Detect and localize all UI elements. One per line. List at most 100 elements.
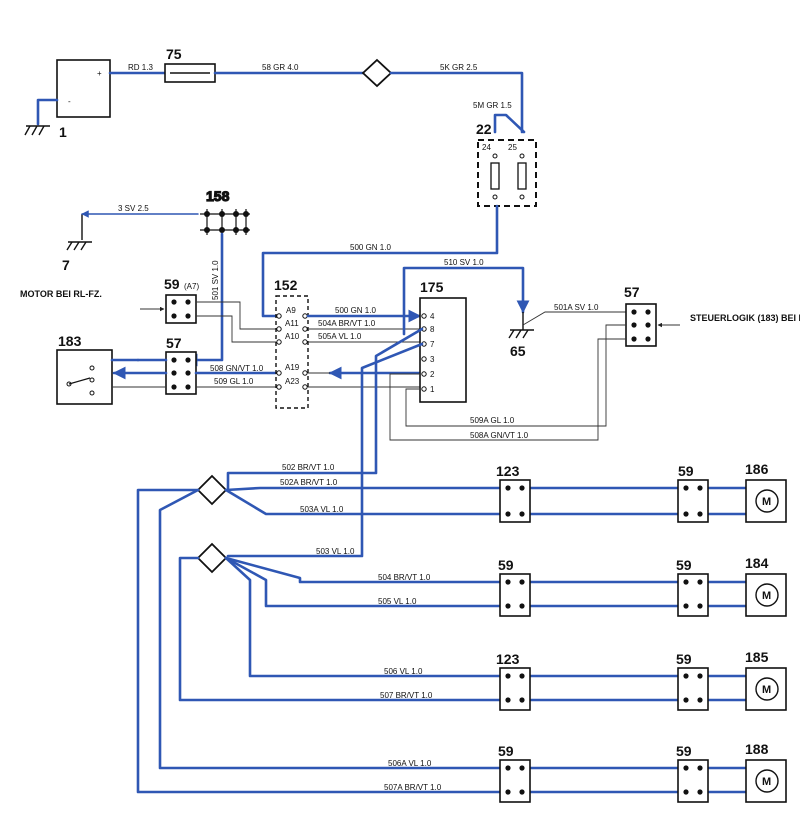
connector-59-a7-suffix: (A7): [184, 282, 199, 291]
row-2-motor-symbol: M: [762, 590, 771, 602]
row-4: 59 59 188 M: [498, 741, 787, 803]
wire-502: [226, 327, 424, 490]
row-3-left-connector: [499, 667, 531, 711]
module-175-pin-2: 2: [430, 370, 435, 379]
row-2-right-connector-number: 59: [676, 557, 692, 573]
row-2-left-connector: [499, 573, 531, 617]
wire-label-508a: 508A GN/VT 1.0: [470, 431, 529, 440]
module-175-pin-1: 1: [430, 385, 435, 394]
connector-152-pin-a23: A23: [285, 377, 300, 386]
wire-505: [224, 556, 502, 608]
wire-502a: [224, 486, 502, 492]
ground-symbol: [24, 125, 50, 136]
wire-label-502a: 502A BR/VT 1.0: [280, 478, 338, 487]
battery-minus-label: -: [68, 97, 71, 106]
battery-plus-label: +: [97, 69, 102, 78]
fuse-22-pin-25: 25: [508, 143, 517, 152]
battery: + - 1: [56, 59, 111, 140]
battery-number: 1: [59, 124, 67, 140]
connector-59-a7-number: 59: [164, 276, 180, 292]
connector-57-right-number: 57: [624, 284, 640, 300]
wire-507: [178, 556, 502, 702]
connector-57-right: 57: [624, 284, 657, 347]
row-3-motor-symbol: M: [762, 684, 771, 696]
wire-label-503a: 503A VL 1.0: [300, 505, 344, 514]
wire-label-505a: 505A VL 1.0: [318, 332, 362, 341]
module-175-pin-4: 4: [430, 312, 435, 321]
splice-diamond-lower: [196, 542, 228, 574]
wire-label-507a: 507A BR/VT 1.0: [384, 783, 442, 792]
caption-motor-bei: MOTOR BEI RL-FZ.: [20, 289, 102, 299]
row-4-motor-symbol: M: [762, 776, 771, 788]
wire-label-508: 508 GN/VT 1.0: [210, 364, 264, 373]
wire-label-3: 3 SV 2.5: [118, 204, 149, 213]
wire-label-507: 507 BR/VT 1.0: [380, 691, 433, 700]
module-175-pin-7: 7: [430, 340, 435, 349]
row-4-left-connector: [499, 759, 531, 803]
row-3-motor-number: 185: [745, 649, 769, 665]
wire-label-504: 504 BR/VT 1.0: [378, 573, 431, 582]
wire-label-500b: 500 GN 1.0: [335, 306, 376, 315]
connector-152: 152 A9 A11 A10 A19 A23: [274, 277, 309, 409]
wire-506: [224, 556, 502, 678]
module-175-number: 175: [420, 279, 444, 295]
wire-label-509: 509 GL 1.0: [214, 377, 254, 386]
wire-label-500: 500 GN 1.0: [350, 243, 391, 252]
fuse-75-number: 75: [166, 46, 182, 62]
row-1-left-connector: [499, 479, 531, 523]
wire-label-5m: 5M GR 1.5: [473, 101, 512, 110]
row-4-motor-number: 188: [745, 741, 769, 757]
module-175-pin-3: 3: [430, 355, 435, 364]
fuse-box-22: 22 24 25: [476, 121, 537, 207]
wire-504: [224, 556, 502, 584]
splice-158-number: 158: [206, 188, 230, 204]
wire-label-5k: 5K GR 2.5: [440, 63, 478, 72]
connector-152-pin-a19: A19: [285, 363, 300, 372]
row-1-left-connector-number: 123: [496, 463, 520, 479]
wire-507a: [136, 488, 502, 794]
row-1-motor-symbol: M: [762, 496, 771, 508]
wire-label-506a: 506A VL 1.0: [388, 759, 432, 768]
wire-506a: [158, 488, 502, 770]
connector-152-pin-a9: A9: [286, 306, 296, 315]
wire-label-rd: RD 1.3: [128, 63, 153, 72]
wire-label-504a: 504A BR/VT 1.0: [318, 319, 376, 328]
splice-diamond-upper: [196, 474, 228, 506]
connector-152-pin-a10: A10: [285, 332, 300, 341]
row-4-right-connector: [677, 759, 709, 803]
connector-152-pin-a11: A11: [285, 319, 299, 328]
wire-label-501a: 501A SV 1.0: [554, 303, 599, 312]
wire-label-509a: 509A GL 1.0: [470, 416, 515, 425]
wire-label-58: 58 GR 4.0: [262, 63, 299, 72]
switch-183-number: 183: [58, 333, 82, 349]
switch-183: 183: [56, 333, 113, 405]
row-1-right-connector-number: 59: [678, 463, 694, 479]
wire-label-510: 510 SV 1.0: [444, 258, 484, 267]
wire-500-a: [261, 204, 499, 318]
wire-5m: [493, 113, 526, 134]
wire-label-503: 503 VL 1.0: [316, 547, 355, 556]
wire-label-501: 501 SV 1.0: [211, 260, 220, 300]
wire-501: [184, 232, 224, 367]
wire-503: [226, 342, 424, 558]
connector-57-left: 57: [165, 335, 197, 395]
connector-59-a7: 59 (A7): [164, 276, 199, 324]
battery-ground-wire: [36, 98, 59, 126]
row-3: 123 59 185 M: [496, 649, 787, 711]
module-175-pin-8: 8: [430, 325, 435, 334]
module-175: 175 4 8 7 3 2 1: [419, 279, 467, 403]
row-1: 123 59 186 M: [496, 461, 787, 523]
ground-65: [508, 312, 534, 339]
row-2: 59 59 184 M: [498, 555, 787, 617]
row-1-motor-number: 186: [745, 461, 769, 477]
fuse-22-number: 22: [476, 121, 492, 137]
row-4-right-connector-number: 59: [676, 743, 692, 759]
fuse-22-pin-24: 24: [482, 143, 491, 152]
row-2-left-connector-number: 59: [498, 557, 514, 573]
wire-5k: [389, 71, 524, 134]
caption-steuerlogik: STEUERLOGIK (183) BEI R: [690, 313, 800, 323]
wire-503a: [224, 488, 502, 516]
wire-label-506: 506 VL 1.0: [384, 667, 423, 676]
row-3-left-connector-number: 123: [496, 651, 520, 667]
